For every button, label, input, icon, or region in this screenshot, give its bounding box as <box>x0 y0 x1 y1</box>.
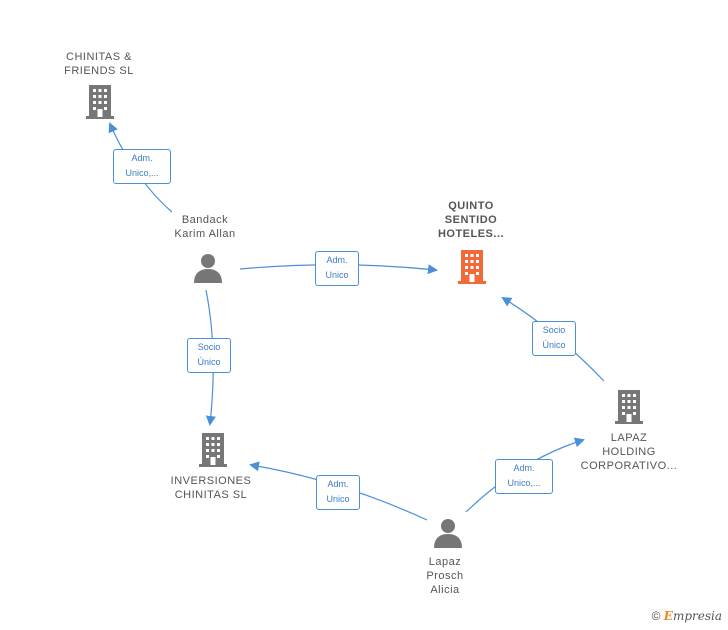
person-icon[interactable] <box>194 254 222 283</box>
brand-initial: E <box>663 609 673 623</box>
copyright-symbol: © <box>651 609 661 623</box>
edge-label-bandack-quinto: Adm. Unico <box>315 251 359 286</box>
edge-label-bandack-inversiones: Socio Único <box>187 338 231 373</box>
edge-label-alicia-inversiones: Adm. Unico <box>316 475 360 510</box>
node-label-bandack[interactable]: Bandack Karim Allan <box>174 214 236 240</box>
edge-label-lapaz-holding-quinto: Socio Único <box>532 321 576 356</box>
edge-label-bandack-chinitas: Adm. Unico,... <box>113 149 171 184</box>
node-label-lapaz-alicia[interactable]: Lapaz Prosch Alicia <box>426 556 464 596</box>
edge-label-alicia-lapaz-holding: Adm. Unico,... <box>495 459 553 494</box>
building-icon[interactable] <box>86 85 114 119</box>
brand-name: mpresia <box>672 609 722 623</box>
node-label-quinto-sentido[interactable]: QUINTO SENTIDO HOTELES... <box>437 200 505 240</box>
node-label-lapaz-holding[interactable]: LAPAZ HOLDING CORPORATIVO... <box>580 432 678 472</box>
building-icon[interactable] <box>199 433 227 467</box>
building-icon[interactable] <box>458 250 486 284</box>
node-label-chinitas-friends[interactable]: CHINITAS & FRIENDS SL <box>64 51 134 77</box>
brand-logo: © Empresia <box>652 609 722 623</box>
building-icon[interactable] <box>615 390 643 424</box>
node-label-inversiones-chinitas[interactable]: INVERSIONES CHINITAS SL <box>170 475 252 501</box>
person-icon[interactable] <box>434 519 462 548</box>
